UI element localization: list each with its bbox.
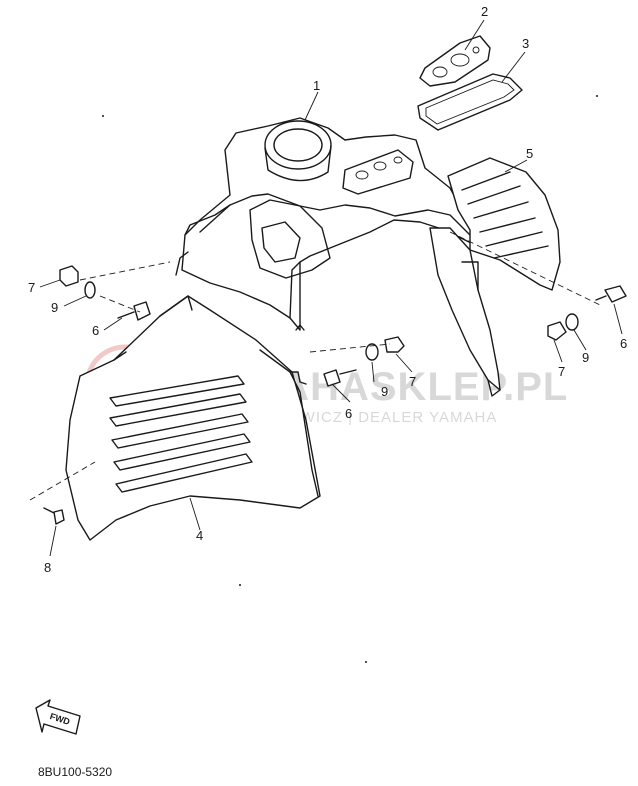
callout-7-left: 7 bbox=[28, 280, 35, 295]
left-hardware bbox=[29, 261, 171, 525]
callout-6-center: 6 bbox=[345, 406, 352, 421]
callouts: 1 2 3 4 5 6 6 6 7 7 7 9 9 9 8 bbox=[28, 4, 627, 575]
callout-6-right: 6 bbox=[620, 336, 627, 351]
callout-1: 1 bbox=[313, 78, 320, 93]
left-inner-panel-drawing bbox=[65, 295, 321, 541]
callout-5: 5 bbox=[526, 146, 533, 161]
callout-9-center: 9 bbox=[381, 384, 388, 399]
front-cover-drawing bbox=[175, 117, 476, 331]
right-hardware bbox=[449, 231, 627, 341]
callout-8: 8 bbox=[44, 560, 51, 575]
callout-2: 2 bbox=[481, 4, 488, 19]
callout-9-left: 9 bbox=[51, 300, 58, 315]
center-hardware bbox=[309, 336, 405, 387]
scan-dots bbox=[102, 95, 598, 663]
callout-4: 4 bbox=[196, 528, 203, 543]
callout-9-right: 9 bbox=[582, 350, 589, 365]
leader-lines bbox=[39, 19, 623, 557]
right-inner-panel-drawing bbox=[429, 157, 561, 397]
cover-plate-drawing bbox=[419, 35, 491, 87]
callout-6-left: 6 bbox=[92, 323, 99, 338]
callout-7-center: 7 bbox=[409, 374, 416, 389]
fwd-arrow-icon: FWD bbox=[35, 699, 81, 735]
callout-7-right: 7 bbox=[558, 364, 565, 379]
diagram-code: 8BU100-5320 bbox=[38, 765, 112, 779]
callout-3: 3 bbox=[522, 36, 529, 51]
gasket-drawing bbox=[417, 73, 523, 131]
